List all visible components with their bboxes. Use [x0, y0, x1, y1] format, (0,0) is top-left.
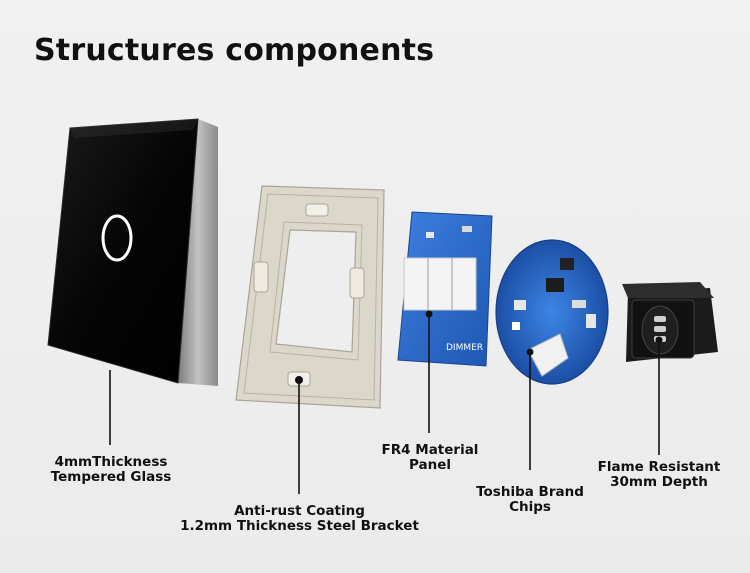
label-chip-line1: Toshiba Brand	[476, 484, 584, 500]
label-base-line1: Flame Resistant	[597, 459, 721, 475]
label-base-module: Flame Resistant 30mm Depth	[596, 460, 722, 490]
label-glass-panel: 4mmThickness Tempered Glass	[48, 455, 174, 485]
page-title: Structures components	[34, 33, 435, 68]
touch-ring-icon	[101, 214, 133, 262]
label-base-line2: 30mm Depth	[610, 474, 708, 490]
bracket-slot-top	[305, 203, 329, 217]
chip-board	[495, 239, 609, 470]
steel-bracket	[235, 185, 385, 494]
label-chip-line2: Chips	[509, 499, 551, 515]
base-module	[622, 282, 718, 455]
fr4-panel: DIMMER	[397, 211, 493, 433]
chip-board-disc	[495, 239, 609, 385]
label-fr4-line2: Panel	[408, 457, 452, 473]
label-glass-line2: Tempered Glass	[50, 469, 172, 485]
glass-panel-edge	[178, 119, 218, 386]
label-glass-line1: 4mmThickness	[54, 454, 168, 470]
label-steel-bracket: Anti-rust Coating 1.2mm Thickness Steel …	[177, 504, 422, 534]
label-fr4-panel: FR4 Material Panel	[378, 443, 482, 473]
chip-board-terminal	[527, 333, 569, 377]
glass-panel-face	[47, 118, 199, 384]
chip-icon	[560, 258, 574, 270]
label-fr4-line1: FR4 Material	[381, 442, 479, 458]
glass-panel	[47, 118, 218, 445]
label-bracket-line1: Anti-rust Coating	[234, 503, 365, 519]
fr4-panel-marking: DIMMER	[446, 343, 483, 353]
label-chip-board: Toshiba Brand Chips	[470, 485, 590, 515]
fr4-switch-pads	[403, 257, 477, 311]
label-bracket-line2: 1.2mm Thickness Steel Bracket	[180, 518, 419, 534]
